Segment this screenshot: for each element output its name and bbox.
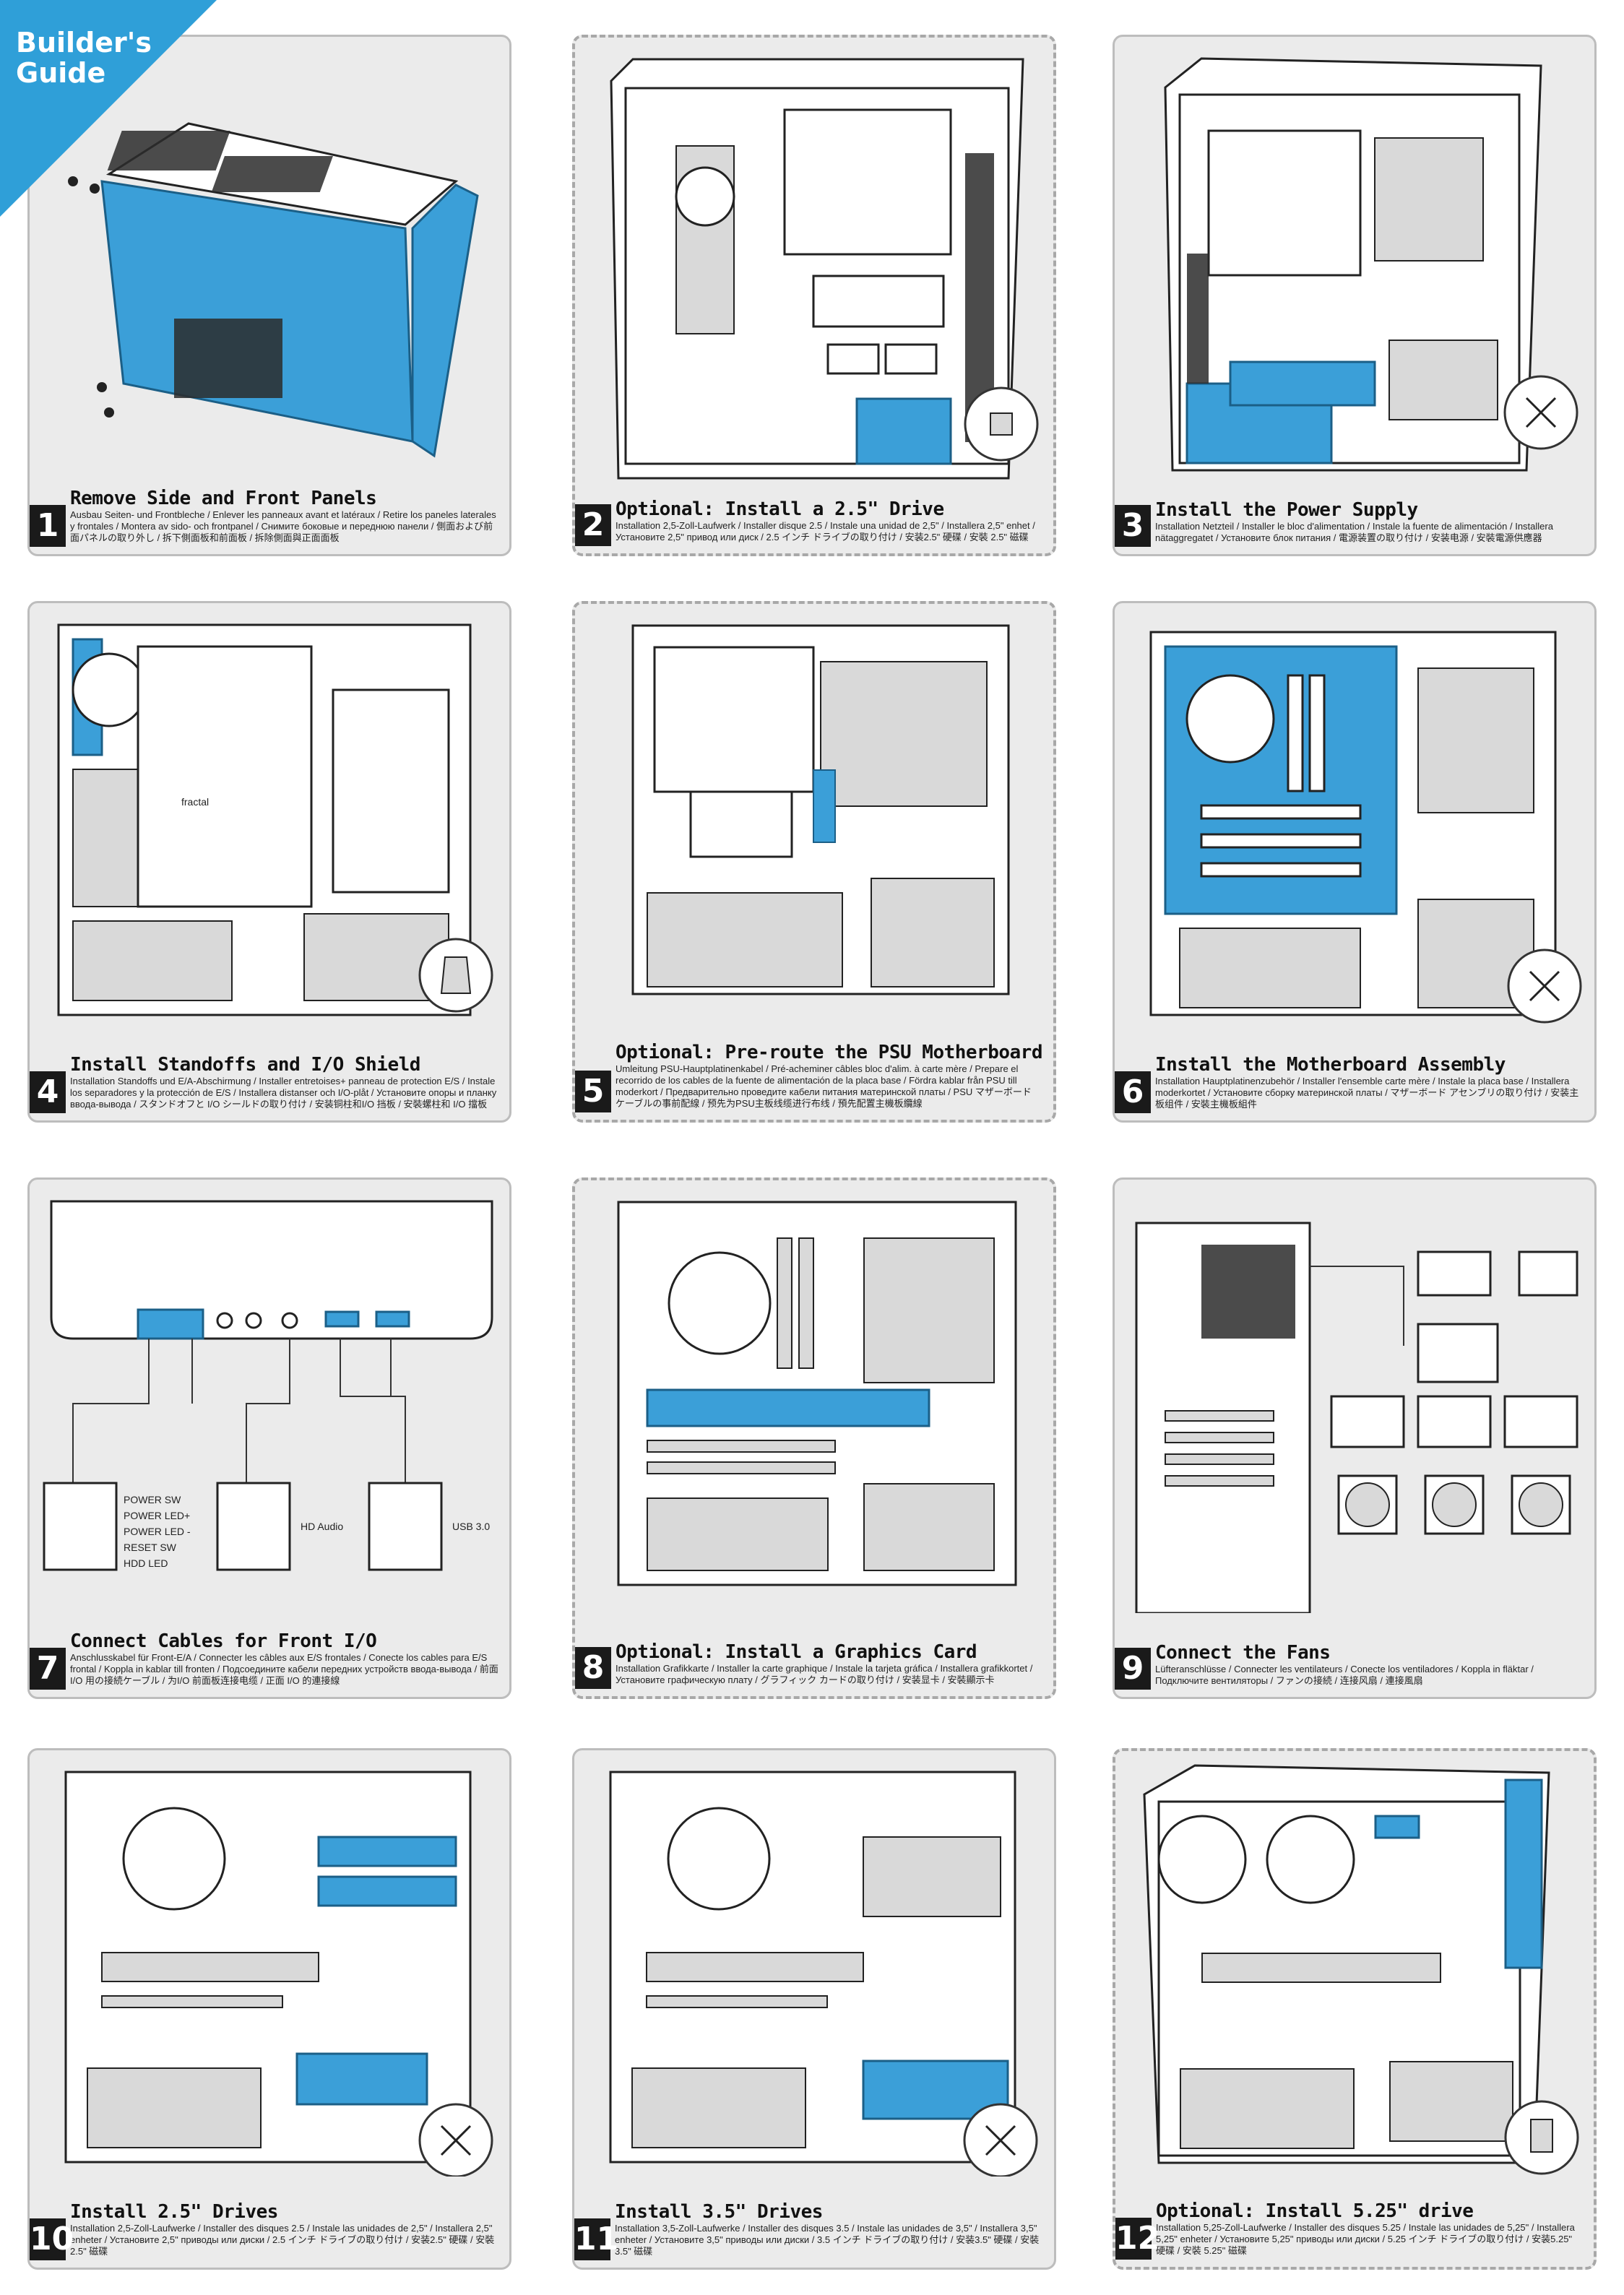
- step-subtitle: Installation 3,5-Zoll-Laufwerke / Instal…: [615, 2223, 1040, 2257]
- step-subtitle: Anschlusskabel für Front-E/A / Connecter…: [70, 1652, 498, 1686]
- step-title: Install the Power Supply: [1155, 499, 1418, 521]
- step-number: 7: [30, 1648, 66, 1690]
- step-number: 8: [575, 1647, 611, 1689]
- drive-install-illustration: [610, 58, 1039, 480]
- optical-drive-illustration: [1143, 1764, 1579, 2175]
- step-5-panel: 5 Optional: Pre-route the PSU Motherboar…: [572, 601, 1056, 1123]
- step-10-panel: 10 Install 2.5" Drives Installation 2,5-…: [27, 1748, 511, 2270]
- step-subtitle: Umleitung PSU-Hauptplatinenkabel / Pré-a…: [616, 1063, 1032, 1109]
- builders-guide-title: Builder's Guide: [16, 27, 152, 89]
- pin-label: RESET SW: [124, 1542, 177, 1553]
- step-number: 11: [574, 2218, 618, 2260]
- pin-label: POWER LED -: [124, 1526, 191, 1537]
- step-1-panel: 1 Remove Side and Front Panels Ausbau Se…: [27, 35, 511, 556]
- front-io-illustration: POWER SW POWER LED+ POWER LED - RESET SW…: [43, 1200, 493, 1571]
- graphics-card-illustration: [617, 1201, 1017, 1586]
- hdd-drives-illustration: [609, 1771, 1038, 2177]
- step-number: 5: [575, 1071, 611, 1112]
- step-number: 4: [30, 1071, 66, 1113]
- step-title: Optional: Install a Graphics Card: [616, 1641, 977, 1663]
- cable-routing-illustration: [631, 624, 1010, 995]
- step-title: Optional: Install 5.25" drive: [1156, 2200, 1474, 2222]
- step-subtitle: Ausbau Seiten- und Frontbleche / Enlever…: [70, 509, 496, 543]
- step-title: Remove Side and Front Panels: [70, 488, 377, 509]
- step-title: Install the Motherboard Assembly: [1155, 1054, 1506, 1076]
- step-title: Optional: Pre-route the PSU Motherboard …: [616, 1042, 1053, 1063]
- step-12-panel: 12 Optional: Install 5.25" drive Install…: [1113, 1748, 1597, 2270]
- step-4-panel: fractal 4 Install Standoffs and I/O Shie…: [27, 601, 511, 1123]
- step-6-panel: 6 Install the Motherboard Assembly Insta…: [1113, 601, 1597, 1123]
- pin-label: POWER SW: [124, 1494, 181, 1505]
- pin-label: POWER LED+: [124, 1510, 190, 1521]
- step-title: Connect Cables for Front I/O: [70, 1630, 377, 1652]
- step-3-panel: 3 Install the Power Supply Installation …: [1113, 35, 1597, 556]
- standoffs-illustration: fractal: [57, 623, 493, 1016]
- power-supply-illustration: [1164, 57, 1578, 472]
- side-panels-illustration: [68, 122, 479, 458]
- step-subtitle: Installation Standoffs und E/A-Abschirmu…: [70, 1076, 497, 1110]
- ssd-drives-illustration: [64, 1771, 493, 2177]
- step-11-panel: 11 Install 3.5" Drives Installation 3,5-…: [572, 1748, 1056, 2270]
- step-9-panel: 9 Connect the Fans Lüfteranschlüsse / Co…: [1113, 1177, 1597, 1699]
- step-number: 12: [1115, 2218, 1159, 2260]
- brand-badge: fractal: [181, 796, 209, 808]
- step-number: 6: [1115, 1071, 1151, 1113]
- usb-label: USB 3.0: [452, 1521, 490, 1532]
- step-subtitle: Installation Grafikkarte / Installer la …: [616, 1663, 1033, 1685]
- step-number: 9: [1115, 1648, 1151, 1690]
- step-subtitle: Installation 5,25-Zoll-Laufwerke / Insta…: [1156, 2222, 1575, 2256]
- hd-audio-label: HD Audio: [301, 1521, 343, 1532]
- step-subtitle: Installation 2,5-Zoll-Laufwerk / Install…: [616, 520, 1035, 543]
- motherboard-illustration: [1149, 631, 1582, 1024]
- step-title: Install 2.5" Drives: [70, 2201, 278, 2223]
- step-title: Connect the Fans: [1155, 1642, 1331, 1664]
- step-number: 10: [30, 2218, 74, 2260]
- step-subtitle: Lüfteranschlüsse / Connecter les ventila…: [1155, 1664, 1534, 1686]
- step-title: Install 3.5" Drives: [615, 2201, 823, 2223]
- step-number: 2: [575, 504, 611, 546]
- step-number: 3: [1115, 505, 1151, 547]
- fan-connection-illustration: [1135, 1222, 1578, 1613]
- step-subtitle: Installation 2,5-Zoll-Laufwerke / Instal…: [70, 2223, 495, 2257]
- pin-label: HDD LED: [124, 1557, 168, 1569]
- step-title: Install Standoffs and I/O Shield: [70, 1054, 420, 1076]
- step-subtitle: Installation Hauptplatinenzubehör / Inst…: [1155, 1076, 1579, 1110]
- step-7-panel: POWER SW POWER LED+ POWER LED - RESET SW…: [27, 1177, 511, 1699]
- step-2-panel: 2 Optional: Install a 2.5" Drive Install…: [572, 35, 1056, 556]
- step-number: 1: [30, 505, 66, 547]
- step-8-panel: 8 Optional: Install a Graphics Card Inst…: [572, 1177, 1056, 1699]
- step-subtitle: Installation Netzteil / Installer le blo…: [1155, 521, 1553, 543]
- step-title: Optional: Install a 2.5" Drive: [616, 498, 944, 520]
